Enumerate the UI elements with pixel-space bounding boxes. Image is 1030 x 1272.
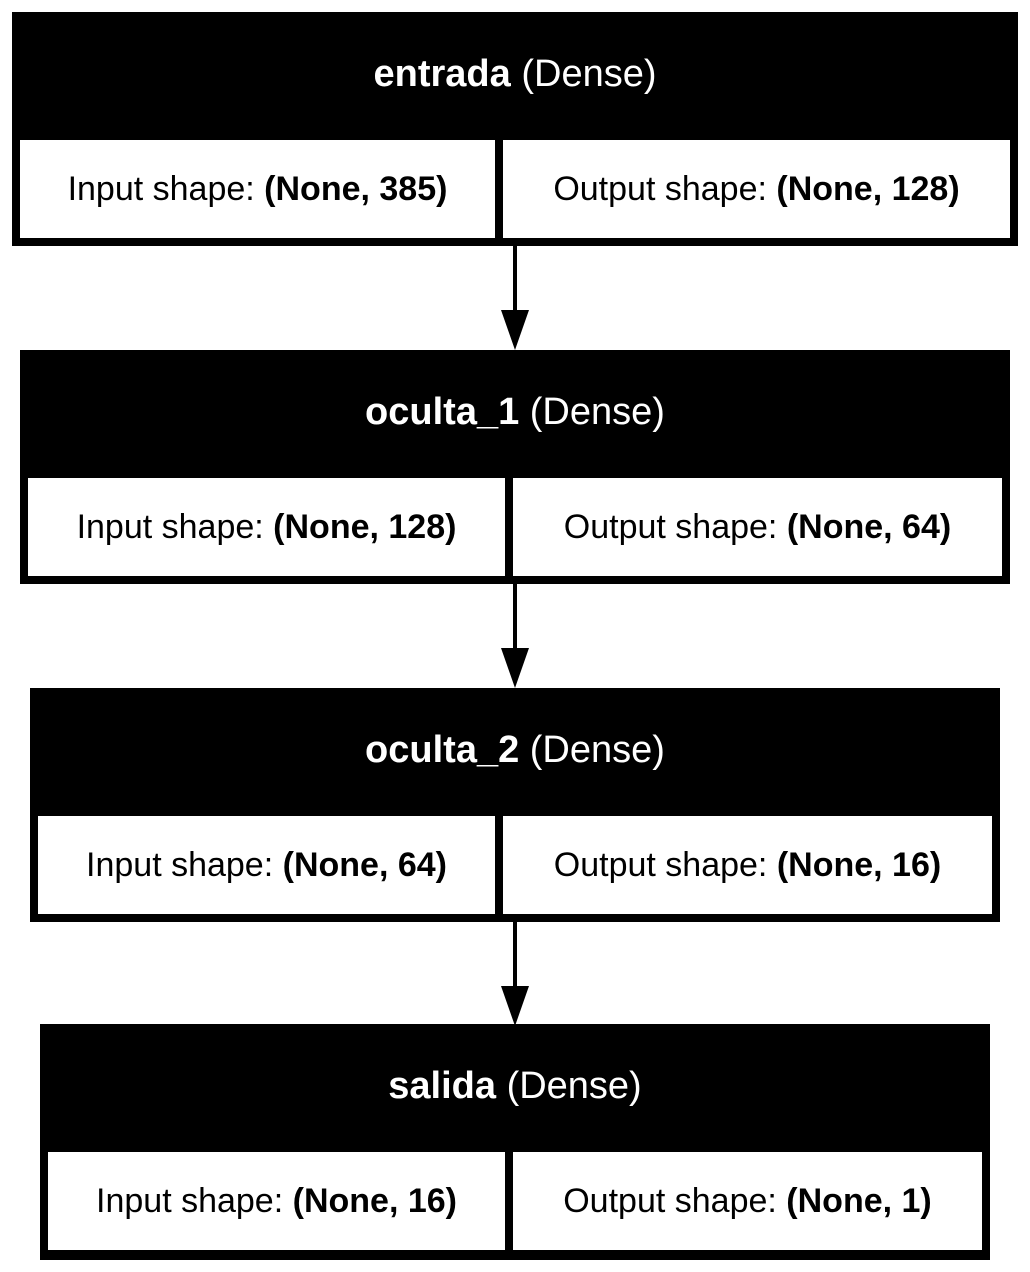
input-shape-value: (None, 128): [273, 507, 457, 546]
connector-arrow-line: [513, 246, 517, 314]
layer-type: (Dense): [529, 390, 665, 433]
input-shape-label: Input shape:: [76, 507, 264, 546]
layer-name: oculta_2: [365, 728, 520, 771]
output-shape-cell: Output shape: (None, 1): [513, 1152, 982, 1250]
connector-arrow-line: [513, 584, 517, 652]
output-shape-label: Output shape:: [553, 845, 768, 884]
layer-node-oculta-1: oculta_1 (Dense) Input shape: (None, 128…: [20, 350, 1010, 584]
layer-node-entrada: entrada (Dense) Input shape: (None, 385)…: [12, 12, 1018, 246]
output-shape-label: Output shape:: [563, 507, 778, 546]
layer-title: oculta_2 (Dense): [30, 688, 1000, 812]
input-shape-value: (None, 385): [264, 169, 448, 208]
layer-type: (Dense): [506, 1064, 642, 1107]
connector-arrow-head: [501, 648, 529, 688]
layer-title: salida (Dense): [40, 1024, 990, 1148]
input-shape-value: (None, 64): [282, 845, 447, 884]
output-shape-value: (None, 1): [786, 1181, 932, 1220]
input-shape-value: (None, 16): [292, 1181, 457, 1220]
input-shape-cell: Input shape: (None, 128): [28, 478, 505, 576]
layer-title: entrada (Dense): [12, 12, 1018, 136]
connector-arrow-head: [501, 986, 529, 1026]
output-shape-cell: Output shape: (None, 128): [503, 140, 1010, 238]
layer-node-salida: salida (Dense) Input shape: (None, 16) O…: [40, 1024, 990, 1260]
input-shape-label: Input shape:: [86, 845, 274, 884]
output-shape-label: Output shape:: [563, 1181, 777, 1220]
connector-arrow-line: [513, 922, 517, 990]
output-shape-value: (None, 16): [776, 845, 942, 884]
output-shape-cell: Output shape: (None, 16): [503, 816, 992, 914]
input-shape-label: Input shape:: [96, 1181, 284, 1220]
connector-arrow-head: [501, 310, 529, 350]
layer-name: entrada: [373, 52, 511, 95]
layer-title: oculta_1 (Dense): [20, 350, 1010, 474]
input-shape-cell: Input shape: (None, 64): [38, 816, 495, 914]
input-shape-label: Input shape:: [67, 169, 255, 208]
output-shape-value: (None, 128): [776, 169, 960, 208]
layer-name: salida: [388, 1064, 496, 1107]
output-shape-cell: Output shape: (None, 64): [513, 478, 1002, 576]
input-shape-cell: Input shape: (None, 385): [20, 140, 495, 238]
layer-node-oculta-2: oculta_2 (Dense) Input shape: (None, 64)…: [30, 688, 1000, 922]
output-shape-label: Output shape:: [553, 169, 767, 208]
layer-type: (Dense): [529, 728, 665, 771]
output-shape-value: (None, 64): [786, 507, 952, 546]
layer-type: (Dense): [521, 52, 657, 95]
layer-name: oculta_1: [365, 390, 520, 433]
input-shape-cell: Input shape: (None, 16): [48, 1152, 505, 1250]
